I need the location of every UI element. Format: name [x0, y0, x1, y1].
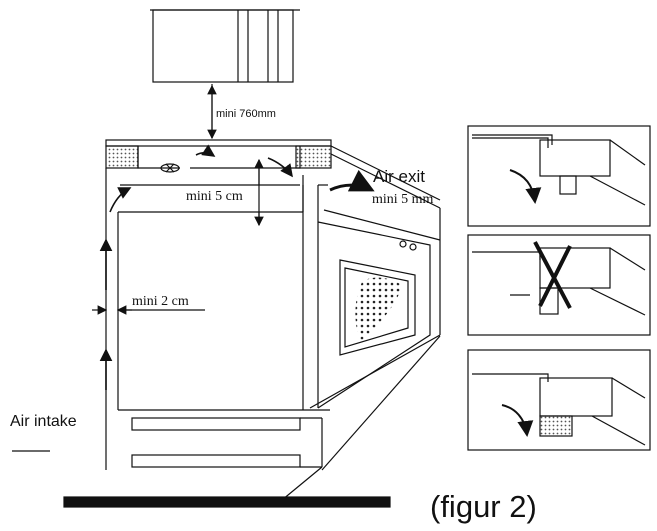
hob-unit — [120, 146, 301, 186]
oven — [302, 175, 441, 471]
airflow-arrows — [99, 144, 375, 390]
cross-icon — [533, 241, 572, 309]
label-air-exit: Air exit — [373, 167, 425, 186]
worktop — [105, 139, 441, 209]
detail-panel-correct-2 — [467, 349, 651, 451]
detail-panel-correct-1 — [467, 125, 651, 227]
label-min-2cm: mini 2 cm — [132, 294, 189, 309]
fan-icon — [160, 163, 180, 173]
label-min-5cm: mini 5 cm — [186, 189, 243, 204]
floor — [63, 496, 391, 508]
label-min-5mm: mini 5 mm — [372, 192, 434, 207]
label-air-intake: Air intake — [10, 413, 77, 430]
wall-cabinet — [150, 9, 300, 83]
base-cabinet — [105, 185, 330, 501]
figure-caption: (figur 2) — [430, 489, 537, 524]
label-min-760: mini 760mm — [216, 108, 276, 120]
